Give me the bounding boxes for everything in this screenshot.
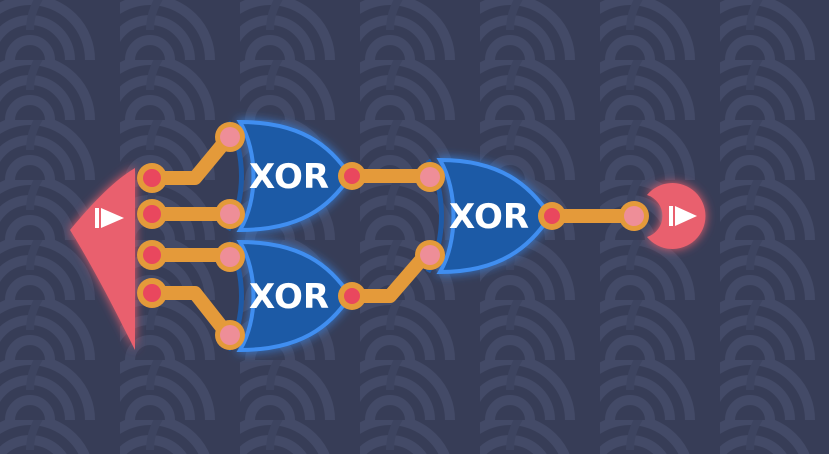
input-port[interactable] (70, 168, 135, 350)
output-port[interactable] (647, 183, 706, 250)
gate-output-pin[interactable] (338, 162, 366, 190)
play-icon-bar (669, 206, 673, 226)
xor-gate-top[interactable]: XOR (225, 119, 353, 233)
input-pin-1[interactable] (137, 163, 167, 193)
gate-output-pin[interactable] (338, 282, 366, 310)
pins (137, 122, 649, 350)
gate-input-pin[interactable] (215, 320, 245, 350)
play-icon-bar (95, 208, 99, 228)
gate-input-pin[interactable] (415, 240, 445, 270)
gate-input-pin[interactable] (215, 199, 245, 229)
input-pin-2[interactable] (137, 199, 167, 229)
play-icon (101, 208, 124, 228)
play-icon (675, 206, 697, 226)
gate-input-pin[interactable] (215, 122, 245, 152)
gate-output-pin[interactable] (538, 202, 566, 230)
gate-label: XOR (249, 157, 329, 197)
input-pin-3[interactable] (137, 240, 167, 270)
gate-input-pin[interactable] (415, 162, 445, 192)
gate-label: XOR (449, 197, 529, 237)
output-input-pin[interactable] (619, 201, 649, 231)
gate-label: XOR (249, 277, 329, 317)
input-pin-4[interactable] (137, 278, 167, 308)
gate-input-pin[interactable] (215, 242, 245, 272)
